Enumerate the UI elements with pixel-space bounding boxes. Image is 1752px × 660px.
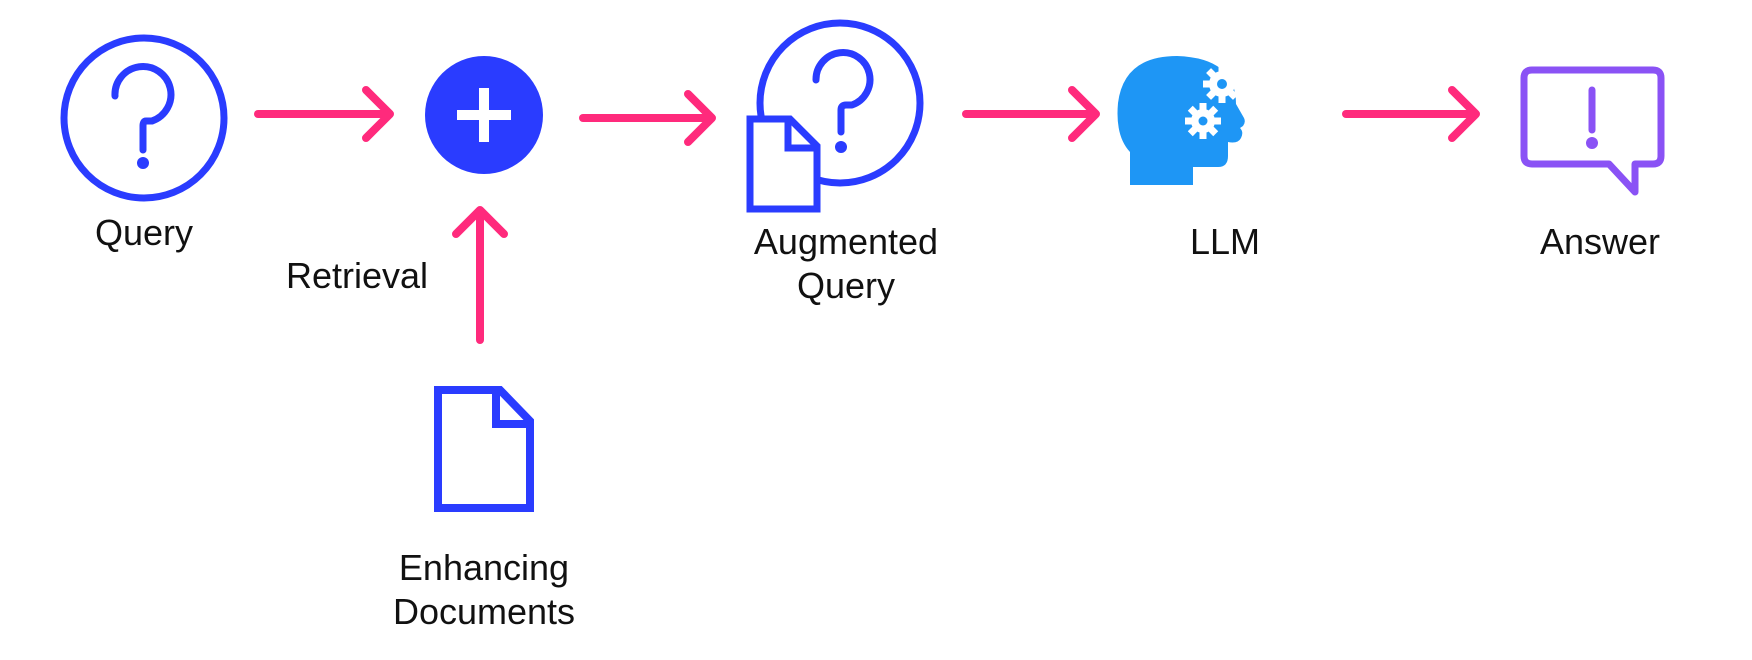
- head-gears-icon: [1117, 56, 1245, 185]
- augmented-label-line1: Augmented: [754, 221, 938, 262]
- augmented-label-line2: Query: [797, 265, 895, 306]
- query-label: Query: [95, 212, 193, 253]
- plus-circle-icon: [425, 56, 543, 174]
- llm-label: LLM: [1190, 221, 1260, 262]
- arrow-augmented-to-llm: [962, 86, 1100, 142]
- exclamation-speech-bubble-icon: [1520, 66, 1665, 196]
- answer-label: Answer: [1540, 221, 1660, 262]
- document-icon: [434, 386, 534, 512]
- arrow-combine-to-augmented: [579, 90, 716, 146]
- retrieval-label: Retrieval: [286, 255, 428, 296]
- enhancing-label-line1: Enhancing: [399, 547, 569, 588]
- arrow-retrieval-up: [452, 206, 508, 344]
- arrow-llm-to-answer: [1342, 86, 1480, 142]
- question-document-icon: [746, 19, 924, 213]
- query-icon: [60, 34, 228, 202]
- enhancing-label-line2: Documents: [393, 591, 575, 632]
- arrow-query-to-combine: [254, 86, 394, 142]
